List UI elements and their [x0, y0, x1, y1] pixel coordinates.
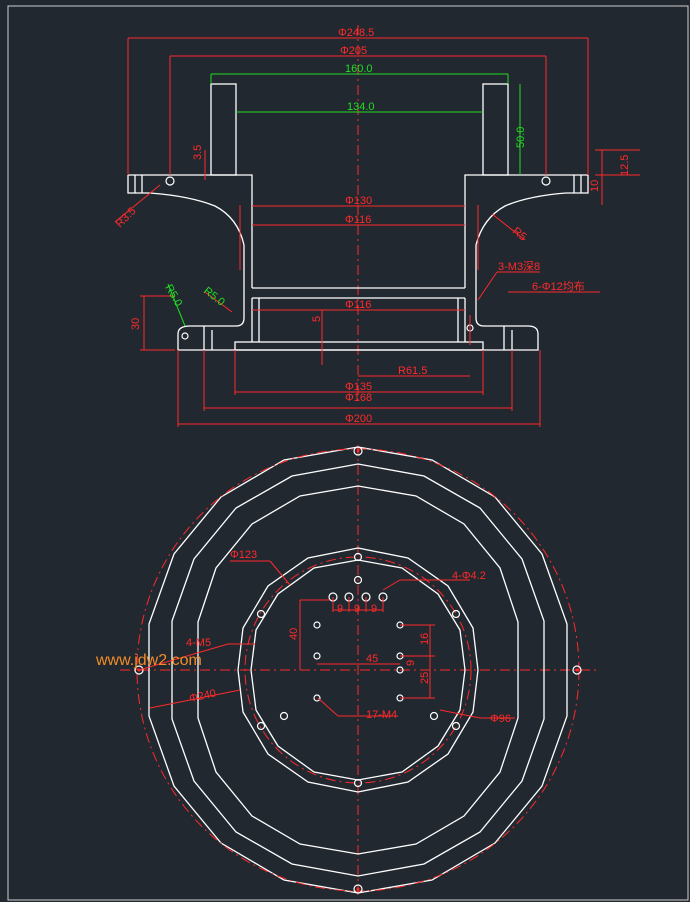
watermark: www.jdw2.com — [95, 652, 202, 669]
second-polygon — [171, 463, 545, 877]
dim-r3-5: R3.5 — [114, 205, 139, 230]
dim-h50: 50.0 — [515, 127, 527, 148]
dim-d96: Φ96 — [490, 713, 511, 725]
dim-d240: Φ240 — [188, 688, 217, 705]
left-flange-outline — [127, 174, 253, 268]
dim-l134: 134.0 — [347, 101, 375, 113]
dim-r5: R5 — [510, 225, 528, 243]
dim-h16: 16 — [419, 633, 431, 645]
dim-d123: Φ123 — [230, 549, 257, 561]
dim-s9b: 9 — [354, 603, 360, 615]
dim-d130: Φ130 — [345, 195, 372, 207]
dimension-lines — [114, 37, 640, 427]
dim-d200: Φ200 — [345, 413, 372, 425]
inner-polygon-outer — [237, 547, 479, 793]
dim-h12-5: 12.5 — [619, 155, 631, 176]
right-flange-outline — [464, 174, 589, 268]
plan-dimension-lines — [138, 560, 515, 719]
right-boss — [482, 83, 509, 176]
dim-h10: 10 — [589, 180, 601, 192]
dim-l160: 160.0 — [345, 63, 373, 75]
dim-m5: 4-M5 — [186, 637, 211, 649]
dim-d248: Φ248.5 — [338, 27, 374, 39]
dim-d116b: Φ116 — [345, 299, 371, 311]
bolt-circle-240 — [136, 448, 580, 892]
dim-h5: 5 — [311, 316, 323, 322]
plan-view: Φ123 4-Φ4.2 9 9 9 40 4-M5 45 16 9 25 Φ24… — [95, 445, 600, 900]
dim-s9a: 9 — [337, 603, 343, 615]
bolt-circle-123 — [244, 556, 472, 784]
dim-h4: 4-Φ4.2 — [452, 570, 486, 582]
dim-h25: 25 — [419, 672, 431, 684]
dim-d168: Φ168 — [345, 392, 372, 404]
third-polygon — [197, 485, 519, 855]
dim-h45: 45 — [366, 653, 378, 665]
dim-m4: 17-M4 — [366, 709, 397, 721]
dim-m3: 3-M3深8 — [498, 260, 540, 273]
dim-r61: R61.5 — [398, 365, 427, 377]
dim-h30: 30 — [130, 318, 142, 330]
section-view: Φ248.5 Φ205 160.0 134.0 3.5 50.0 12.5 10… — [114, 25, 640, 427]
base-plate — [234, 341, 484, 351]
dim-d116a: Φ116 — [345, 214, 371, 226]
dim-h40: 40 — [288, 628, 300, 640]
dim-h9: 9 — [405, 660, 417, 666]
dim-holes6: 6-Φ12均布 — [532, 280, 585, 293]
dim-d205: Φ205 — [340, 45, 367, 57]
drawing-frame — [7, 5, 689, 901]
dim-h3-5: 3.5 — [192, 145, 204, 160]
dim-d135: Φ135 — [345, 381, 372, 393]
dim-s9c: 9 — [371, 603, 377, 615]
left-boss — [210, 83, 237, 176]
